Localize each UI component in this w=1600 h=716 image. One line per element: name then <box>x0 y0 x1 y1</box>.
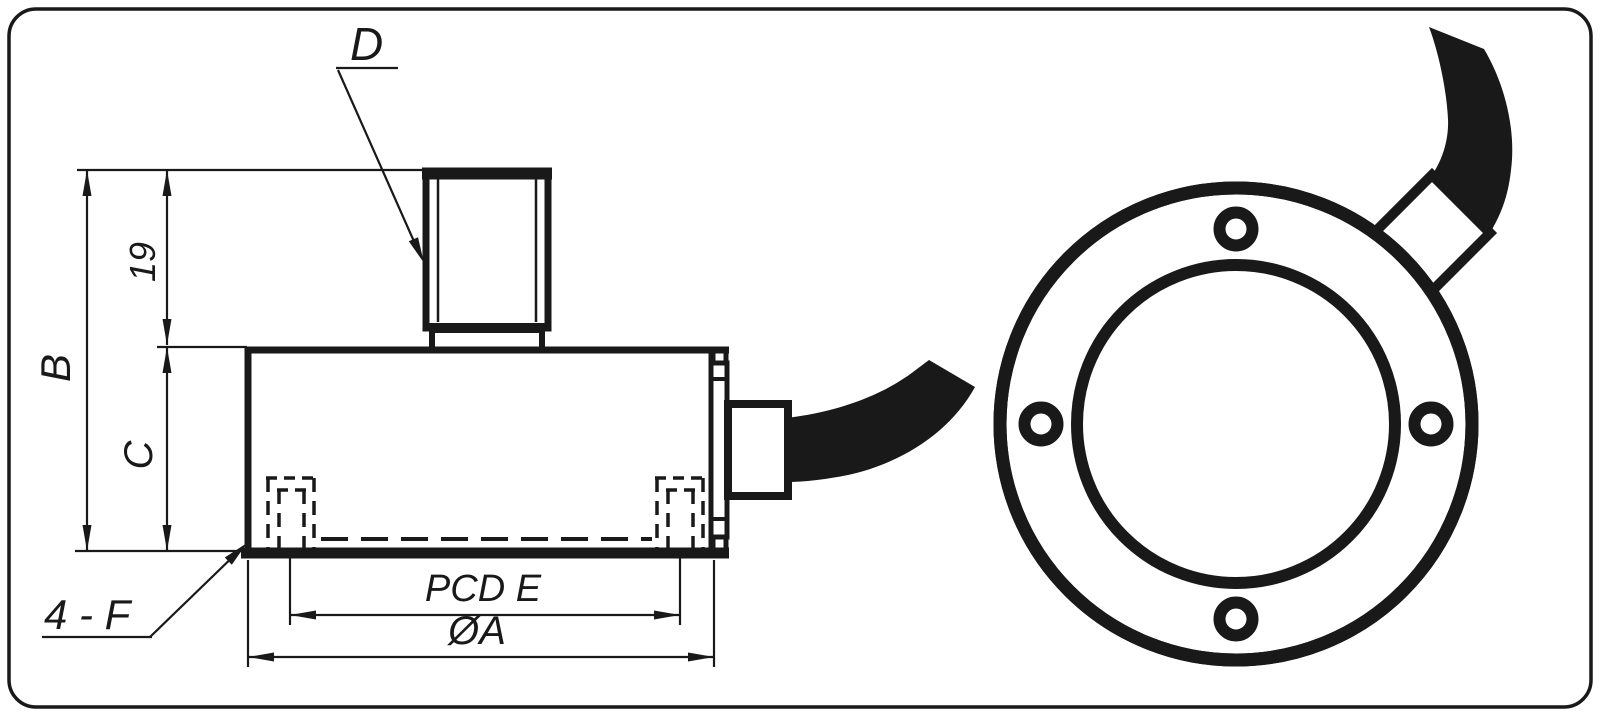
bolt-hole-left <box>1018 401 1064 447</box>
connector-side <box>422 167 552 353</box>
leader-line-4F <box>149 546 244 638</box>
dimension-labels: D B 19 C 4 - F PCD E ØA <box>32 18 542 653</box>
label-D: D <box>350 18 383 70</box>
label-4F: 4 - F <box>44 591 133 638</box>
cable-side <box>786 360 975 482</box>
hidden-hole-left <box>266 476 316 549</box>
bolt-hole-top <box>1213 206 1259 252</box>
leader-line-D <box>336 69 422 256</box>
dimensions <box>42 66 716 667</box>
label-diaA: ØA <box>446 609 506 653</box>
body-outline <box>244 346 716 555</box>
side-view <box>241 167 975 559</box>
front-view <box>993 27 1513 667</box>
bolt-hole-bottom <box>1213 596 1259 642</box>
bolt-holes <box>1018 206 1454 642</box>
hidden-hole-right <box>655 476 705 549</box>
dimension-arrowheads <box>82 170 714 662</box>
cable-front <box>1429 27 1513 233</box>
label-19: 19 <box>122 242 163 282</box>
flange-outer-circle-overlay <box>993 181 1479 667</box>
cable-gland-side <box>724 400 792 500</box>
label-PCDE: PCD E <box>425 568 542 610</box>
label-C: C <box>117 439 161 469</box>
connector-body <box>422 167 552 332</box>
bolt-hole-right <box>1408 401 1454 447</box>
flange-inner-circle <box>1071 259 1401 589</box>
label-B: B <box>32 354 79 382</box>
